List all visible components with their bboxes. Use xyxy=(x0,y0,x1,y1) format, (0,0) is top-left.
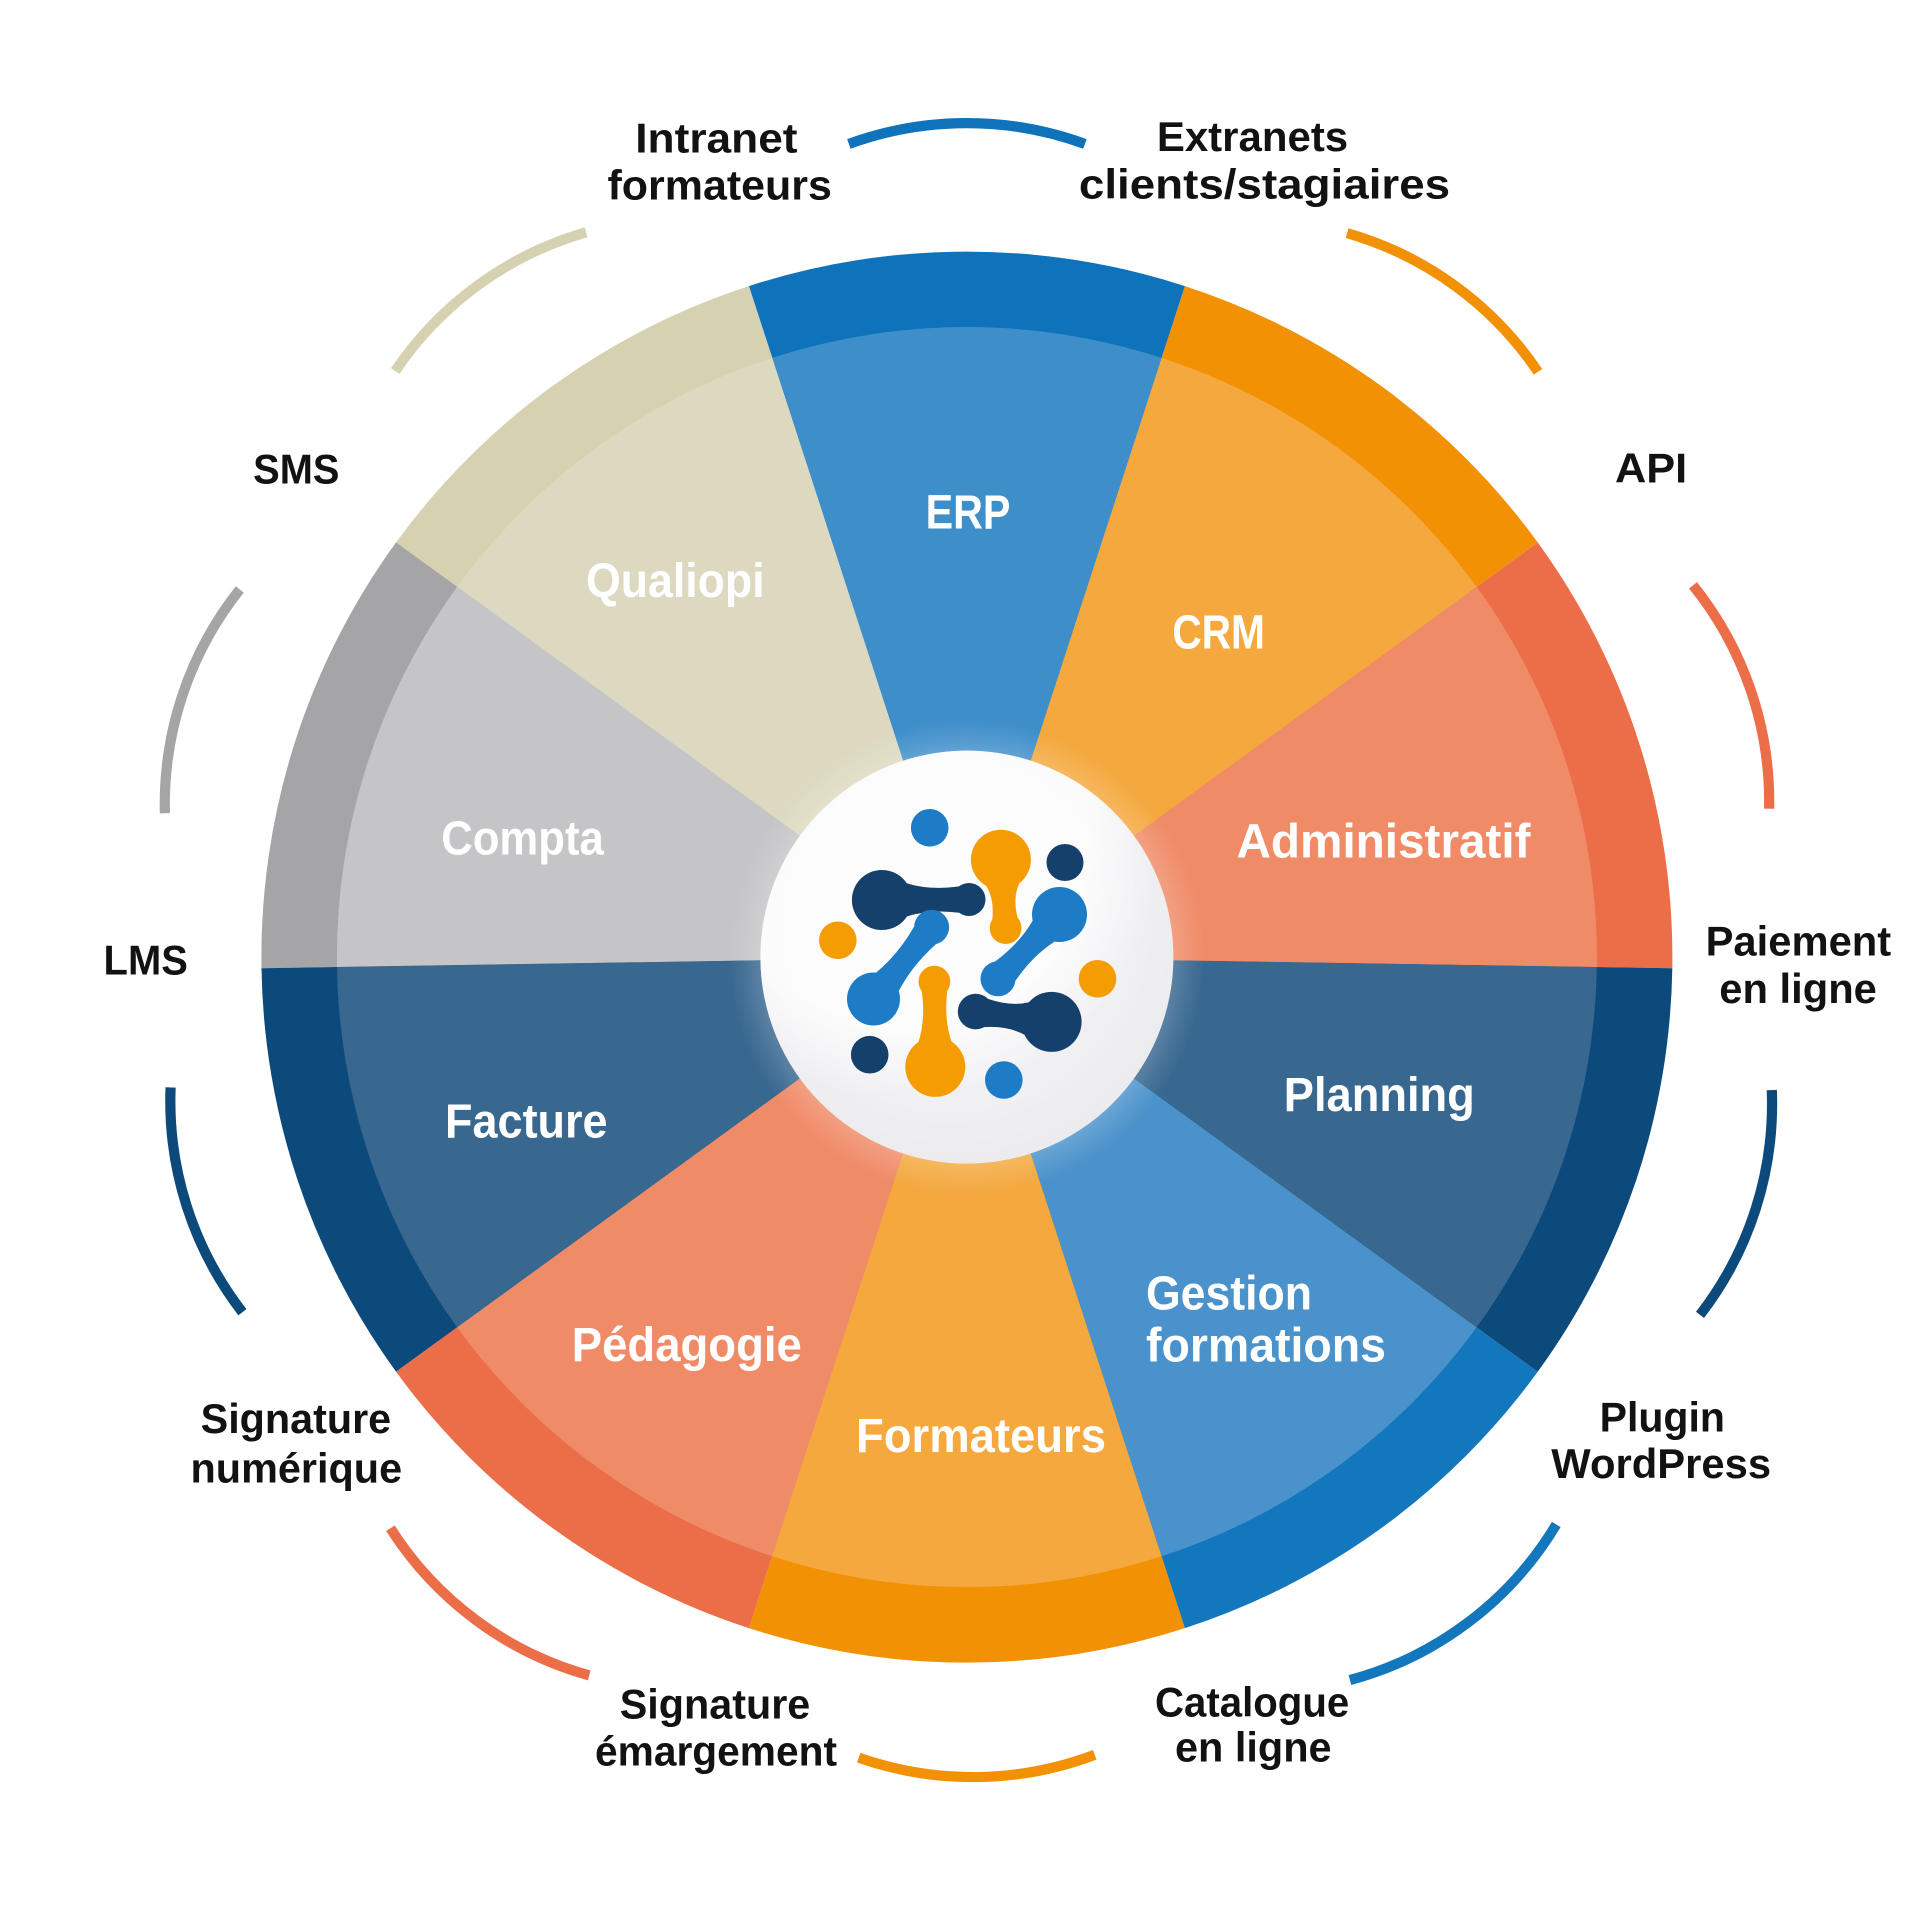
svg-text:CRM: CRM xyxy=(1172,607,1265,660)
svg-text:clients/stagiaires: clients/stagiaires xyxy=(1079,161,1450,208)
svg-text:Administratif: Administratif xyxy=(1237,816,1532,869)
svg-text:Planning: Planning xyxy=(1284,1069,1475,1122)
svg-text:Gestion: Gestion xyxy=(1146,1267,1312,1320)
svg-text:Formateurs: Formateurs xyxy=(856,1410,1106,1463)
svg-text:Signature: Signature xyxy=(620,1680,811,1727)
svg-text:Catalogue: Catalogue xyxy=(1155,1679,1349,1726)
svg-text:Extranets: Extranets xyxy=(1157,113,1348,160)
svg-text:LMS: LMS xyxy=(104,937,188,984)
svg-text:Signature: Signature xyxy=(201,1395,392,1442)
svg-text:SMS: SMS xyxy=(253,445,339,492)
svg-text:en ligne: en ligne xyxy=(1719,965,1877,1012)
svg-text:WordPress: WordPress xyxy=(1551,1440,1771,1487)
svg-text:Pédagogie: Pédagogie xyxy=(572,1319,802,1372)
svg-text:formations: formations xyxy=(1146,1319,1386,1372)
svg-text:formateurs: formateurs xyxy=(608,161,832,208)
svg-text:Paiement: Paiement xyxy=(1706,918,1892,965)
svg-text:API: API xyxy=(1615,445,1687,492)
svg-text:Facture: Facture xyxy=(445,1096,608,1149)
svg-text:émargement: émargement xyxy=(595,1727,837,1774)
svg-text:Compta: Compta xyxy=(441,813,604,866)
svg-text:Intranet: Intranet xyxy=(635,115,797,162)
svg-text:ERP: ERP xyxy=(926,486,1011,539)
svg-text:en ligne: en ligne xyxy=(1175,1724,1332,1771)
svg-text:Plugin: Plugin xyxy=(1600,1393,1725,1440)
svg-text:Qualiopi: Qualiopi xyxy=(586,555,765,608)
svg-text:numérique: numérique xyxy=(191,1444,403,1491)
